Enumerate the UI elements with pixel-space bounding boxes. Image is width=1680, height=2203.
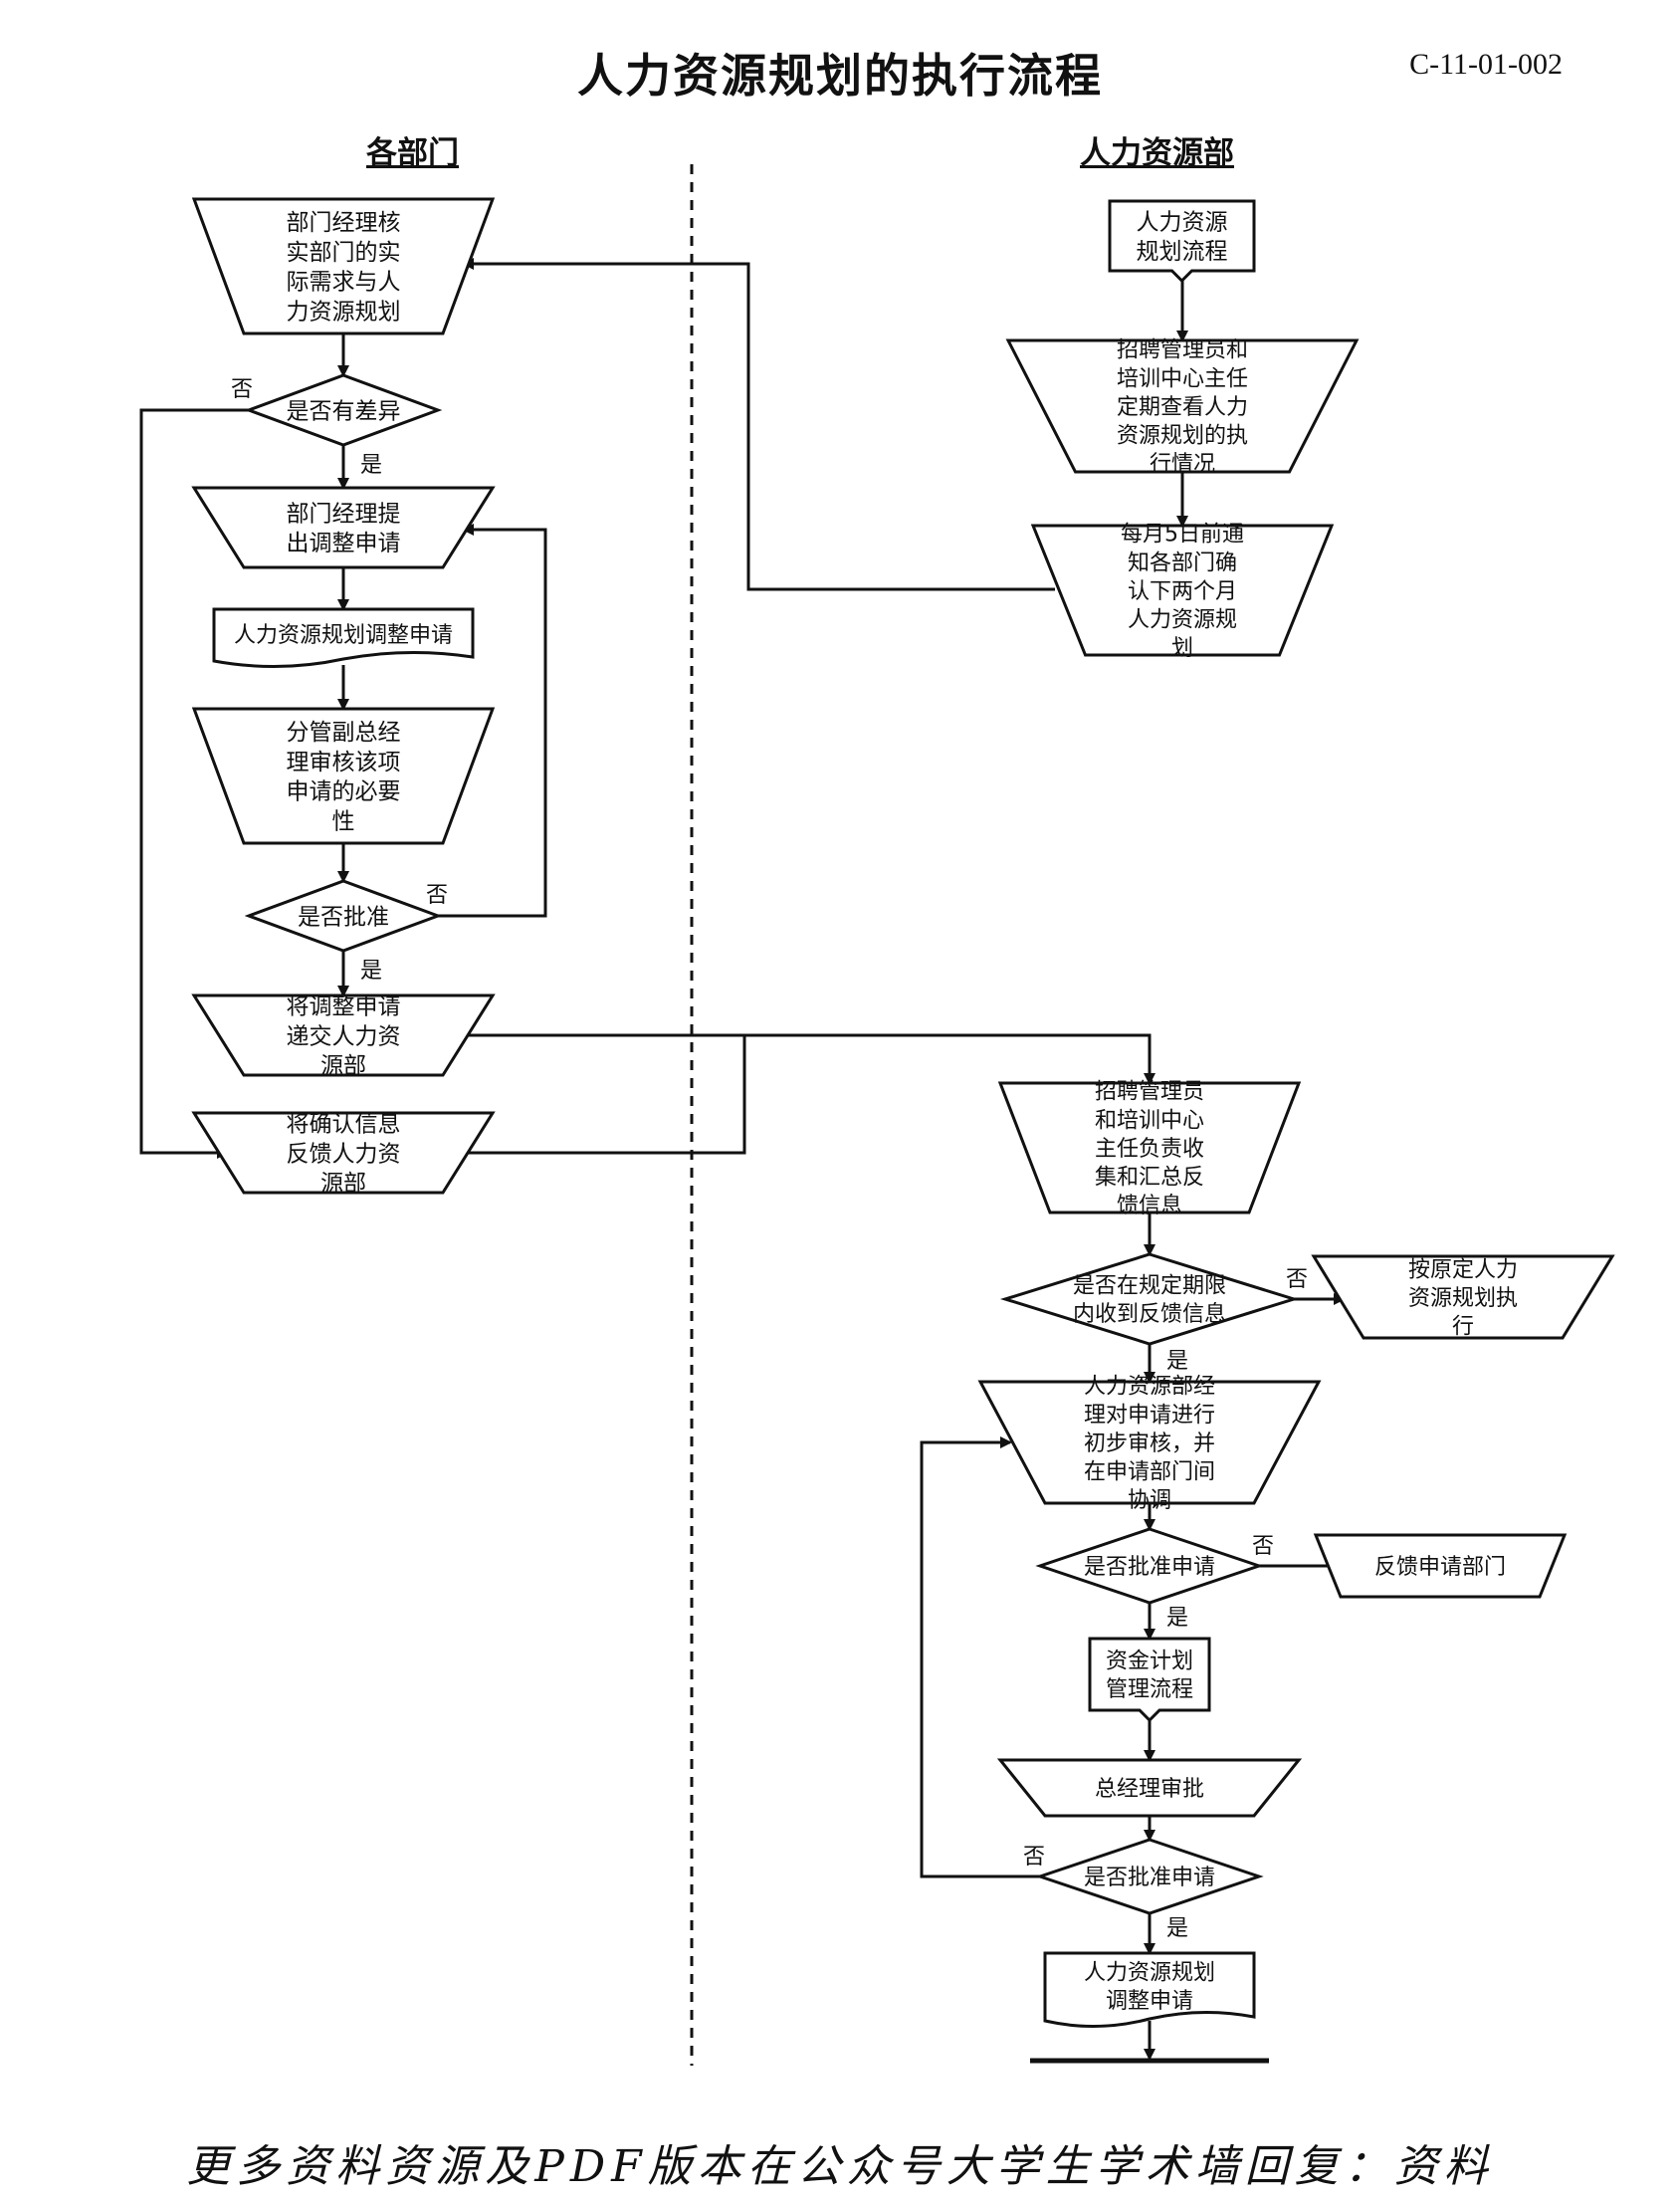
lane-header-hr: 人力资源部 [1080, 135, 1234, 171]
label-approve2-no: 否 [1252, 1534, 1274, 1559]
hr-notify-node-label: 每月5日前通知各部门确认下两个月人力资源规划 [1121, 523, 1244, 661]
hr-collect-node-label: 招聘管理员和培训中心主任负责收集和汇总反馈信息 [1095, 1080, 1204, 1218]
feedback-hr-node: 将确认信息反馈人力资源部 [191, 1111, 496, 1197]
approve-decision-3-label: 是否批准申请 [1084, 1866, 1215, 1890]
gm-approve-node-shape [996, 1758, 1303, 1818]
approve-decision-3: 是否批准申请 [1035, 1838, 1264, 1915]
gm-approve-node-label: 总经理审批 [1095, 1777, 1204, 1802]
gm-approve-node: 总经理审批 [996, 1758, 1303, 1818]
feedback-dept-node: 反馈申请部门 [1313, 1533, 1568, 1599]
dept-verify-node-label: 部门经理核实部门的实际需求与人力资源规划 [287, 210, 401, 326]
in-time-decision-shape [999, 1252, 1300, 1346]
edge-diff-no [139, 408, 249, 1159]
shape-layer: 部门经理核实部门的实际需求与人力资源规划是否有差异部门经理提出调整申请人力资源规… [191, 197, 1615, 2029]
fund-plan-node: 资金计划管理流程 [1088, 1637, 1211, 1723]
final-request-doc-shape [1043, 1951, 1256, 2029]
submit-hr-node-label: 将调整申请递交人力资源部 [287, 993, 401, 1079]
hr-collect-node-shape [997, 1081, 1302, 1214]
label-diff-no: 否 [231, 377, 253, 402]
edge-approve-no [438, 524, 547, 918]
follow-plan-node-label: 按原定人力资源规划执行 [1408, 1257, 1518, 1339]
dept-verify-node: 部门经理核实部门的实际需求与人力资源规划 [191, 197, 496, 335]
label-intime-no: 否 [1286, 1267, 1308, 1292]
submit-hr-node-shape [191, 993, 496, 1077]
edge-approve3-no [920, 1436, 1040, 1878]
label-approve1-yes: 是 [360, 959, 382, 984]
fund-plan-node-shape [1088, 1637, 1211, 1723]
final-request-doc: 人力资源规划调整申请 [1043, 1951, 1256, 2029]
label-approve1-no: 否 [426, 883, 448, 908]
feedback-hr-node-shape [191, 1111, 496, 1195]
fund-plan-node-label: 资金计划管理流程 [1106, 1650, 1193, 1703]
label-approve3-yes: 是 [1166, 1916, 1188, 1941]
diff-decision: 是否有差异 [244, 373, 443, 447]
hr-review-node-shape [1005, 338, 1360, 474]
dept-verify-node-shape [191, 197, 496, 335]
feedback-dept-node-shape [1313, 1533, 1568, 1599]
in-time-decision: 是否在规定期限内收到反馈信息 [999, 1252, 1300, 1346]
submit-hr-node: 将调整申请递交人力资源部 [191, 993, 496, 1079]
dept-apply-node: 部门经理提出调整申请 [191, 486, 496, 569]
hr-review-node-label: 招聘管理员和培训中心主任定期查看人力资源规划的执行情况 [1117, 338, 1248, 477]
label-approve3-no: 否 [1023, 1845, 1045, 1870]
follow-plan-node: 按原定人力资源规划执行 [1311, 1254, 1615, 1340]
diff-decision-label: 是否有差异 [287, 398, 401, 424]
approve-decision-2-shape [1035, 1527, 1264, 1605]
hr-mgr-review-node-label: 人力资源部经理对申请进行初步审核，并在申请部门间协调 [1084, 1375, 1215, 1513]
page-title: 人力资源规划的执行流程 [577, 49, 1103, 103]
adjust-request-doc-label: 人力资源规划调整申请 [234, 623, 453, 648]
hr-review-node: 招聘管理员和培训中心主任定期查看人力资源规划的执行情况 [1005, 338, 1360, 477]
approve-decision-1-label: 是否批准 [298, 904, 389, 930]
edge-feedback-to-junction [464, 1035, 746, 1155]
hr-plan-start-node-label: 人力资源规划流程 [1137, 209, 1228, 265]
approve-decision-1-shape [244, 879, 443, 953]
edge-notify-to-dept [462, 258, 1055, 591]
feedback-dept-node-label: 反馈申请部门 [1374, 1555, 1506, 1580]
dept-apply-node-shape [191, 486, 496, 569]
label-approve2-yes: 是 [1166, 1606, 1188, 1631]
hr-notify-node: 每月5日前通知各部门确认下两个月人力资源规划 [1030, 523, 1335, 661]
hr-notify-node-shape [1030, 524, 1335, 657]
label-intime-yes: 是 [1166, 1349, 1188, 1374]
adjust-request-doc-shape [212, 607, 475, 668]
approve-decision-2: 是否批准申请 [1035, 1527, 1264, 1605]
hr-plan-start-node-shape [1108, 199, 1256, 284]
hr-collect-node: 招聘管理员和培训中心主任负责收集和汇总反馈信息 [997, 1080, 1302, 1218]
lane-header-departments: 各部门 [366, 135, 459, 171]
approve-decision-2-label: 是否批准申请 [1084, 1555, 1215, 1580]
footer-note: 更多资料资源及PDF版本在公众号大学生学术墙回复：资料 [186, 2141, 1494, 2192]
diff-decision-shape [244, 373, 443, 447]
hr-mgr-review-node-shape [977, 1380, 1322, 1505]
adjust-request-doc: 人力资源规划调整申请 [212, 607, 475, 668]
edge-submit-to-collect [464, 1033, 1155, 1085]
hr-mgr-review-node: 人力资源部经理对申请进行初步审核，并在申请部门间协调 [977, 1375, 1322, 1513]
document-code: C-11-01-002 [1409, 48, 1563, 81]
label-diff-yes: 是 [360, 453, 382, 478]
hr-plan-start-node: 人力资源规划流程 [1108, 199, 1256, 284]
dept-apply-node-label: 部门经理提出调整申请 [287, 501, 401, 556]
feedback-hr-node-label: 将确认信息反馈人力资源部 [287, 1111, 401, 1197]
approve-decision-3-shape [1035, 1838, 1264, 1915]
vp-review-node: 分管副总经理审核该项申请的必要性 [191, 707, 496, 845]
follow-plan-node-shape [1311, 1254, 1615, 1340]
vp-review-node-label: 分管副总经理审核该项申请的必要性 [287, 720, 401, 835]
connector-layer [139, 164, 1346, 2066]
final-request-doc-label: 人力资源规划调整申请 [1084, 1961, 1215, 2015]
approve-decision-1: 是否批准 [244, 879, 443, 953]
in-time-decision-label: 是否在规定期限内收到反馈信息 [1073, 1274, 1226, 1328]
vp-review-node-shape [191, 707, 496, 845]
